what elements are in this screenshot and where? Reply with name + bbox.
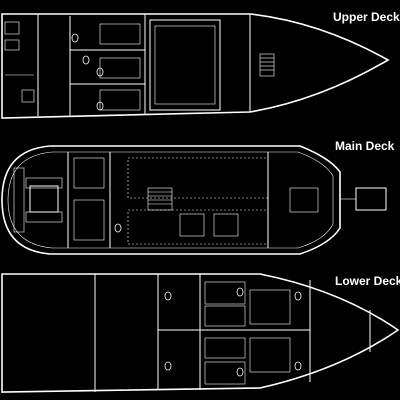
lower-deck-hull <box>1 273 400 393</box>
toilet-icon <box>294 361 302 371</box>
main-deck-label: Main Deck <box>335 139 395 153</box>
upper-deck: Upper Deck <box>1 10 400 119</box>
toilet-icon <box>236 287 244 297</box>
lower-deck-label: Lower Deck <box>335 274 400 288</box>
main-deck: Main Deck <box>1 139 395 255</box>
toilet-icon <box>236 367 244 377</box>
toilet-icon <box>96 101 104 111</box>
toilet-icon <box>96 67 104 77</box>
stairs-icon <box>259 53 275 77</box>
main-deck-hull <box>1 145 341 255</box>
toilet-icon <box>114 223 122 233</box>
toilet-icon <box>71 33 79 43</box>
toilet-icon <box>164 291 172 301</box>
toilet-icon <box>294 291 302 301</box>
upper-deck-label: Upper Deck <box>333 10 400 24</box>
stairs-icon <box>147 187 173 211</box>
toilet-icon <box>82 55 90 65</box>
toilet-icon <box>164 361 172 371</box>
lower-deck: Lower Deck <box>1 273 400 393</box>
upper-deck-hull <box>1 13 390 119</box>
